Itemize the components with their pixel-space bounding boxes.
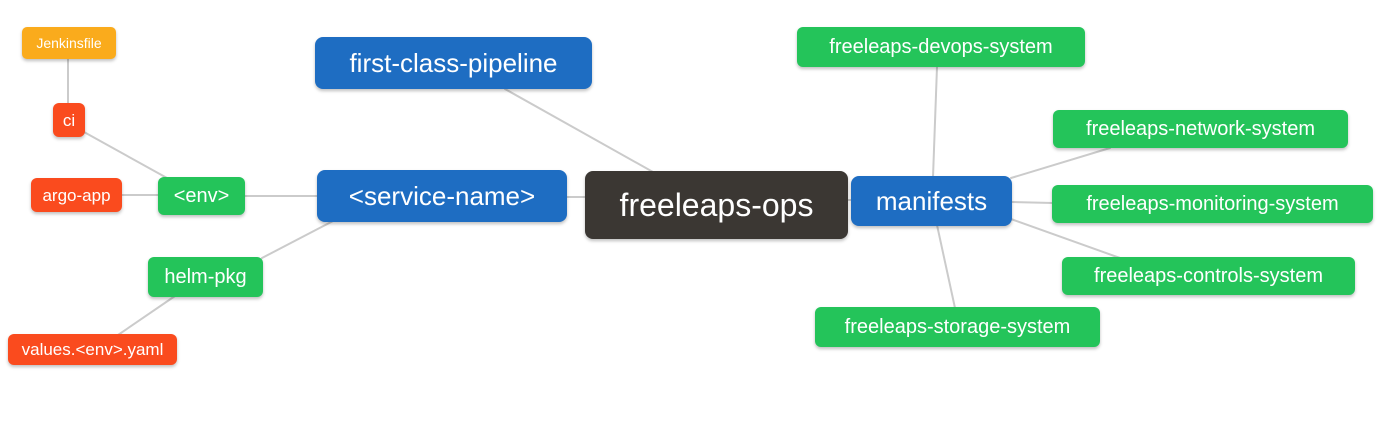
node-label-devops-system: freeleaps-devops-system	[829, 36, 1053, 58]
node-monitoring-system[interactable]: freeleaps-monitoring-system	[1052, 185, 1373, 223]
node-first-class-pipeline[interactable]: first-class-pipeline	[315, 37, 592, 89]
node-label-jenkinsfile: Jenkinsfile	[36, 35, 102, 51]
node-argo-app[interactable]: argo-app	[31, 178, 122, 212]
node-controls-system[interactable]: freeleaps-controls-system	[1062, 257, 1355, 295]
node-label-ci: ci	[62, 110, 76, 130]
node-manifests[interactable]: manifests	[851, 176, 1012, 226]
node-label-controls-system: freeleaps-controls-system	[1094, 265, 1323, 287]
edge-manifests-to-devops-system	[932, 66, 938, 178]
edge-manifests-to-storage-system	[936, 224, 956, 309]
node-values-env-yaml[interactable]: values.<env>.yaml	[8, 334, 177, 365]
node-label-values-env-yaml: values.<env>.yaml	[21, 340, 164, 359]
node-ci[interactable]: ci	[53, 103, 85, 137]
node-service-name[interactable]: <service-name>	[317, 170, 567, 222]
node-jenkinsfile[interactable]: Jenkinsfile	[22, 27, 116, 59]
edge-first-class-pipeline-to-root	[504, 88, 654, 173]
edge-manifests-to-controls-system	[1010, 218, 1121, 259]
node-network-system[interactable]: freeleaps-network-system	[1053, 110, 1348, 148]
edge-manifests-to-monitoring-system	[1010, 201, 1054, 204]
node-label-service-name: <service-name>	[348, 181, 536, 211]
node-label-argo-app: argo-app	[42, 185, 111, 205]
edge-values-env-yaml-to-helm-pkg	[117, 295, 176, 336]
node-label-storage-system: freeleaps-storage-system	[844, 316, 1071, 338]
node-root[interactable]: freeleaps-ops	[585, 171, 848, 239]
node-helm-pkg[interactable]: helm-pkg	[148, 257, 263, 297]
edge-ci-to-env	[83, 131, 168, 179]
node-label-manifests: manifests	[875, 186, 988, 216]
node-label-helm-pkg: helm-pkg	[164, 266, 247, 288]
edge-helm-pkg-to-service-name	[261, 220, 334, 259]
node-label-first-class-pipeline: first-class-pipeline	[349, 48, 558, 78]
node-storage-system[interactable]: freeleaps-storage-system	[815, 307, 1100, 347]
node-env[interactable]: <env>	[158, 177, 245, 215]
node-devops-system[interactable]: freeleaps-devops-system	[797, 27, 1085, 67]
node-label-monitoring-system: freeleaps-monitoring-system	[1086, 193, 1339, 215]
edge-manifests-to-network-system	[1010, 147, 1111, 179]
node-label-env: <env>	[173, 185, 230, 207]
node-label-network-system: freeleaps-network-system	[1086, 118, 1315, 140]
node-label-root: freeleaps-ops	[619, 187, 814, 223]
